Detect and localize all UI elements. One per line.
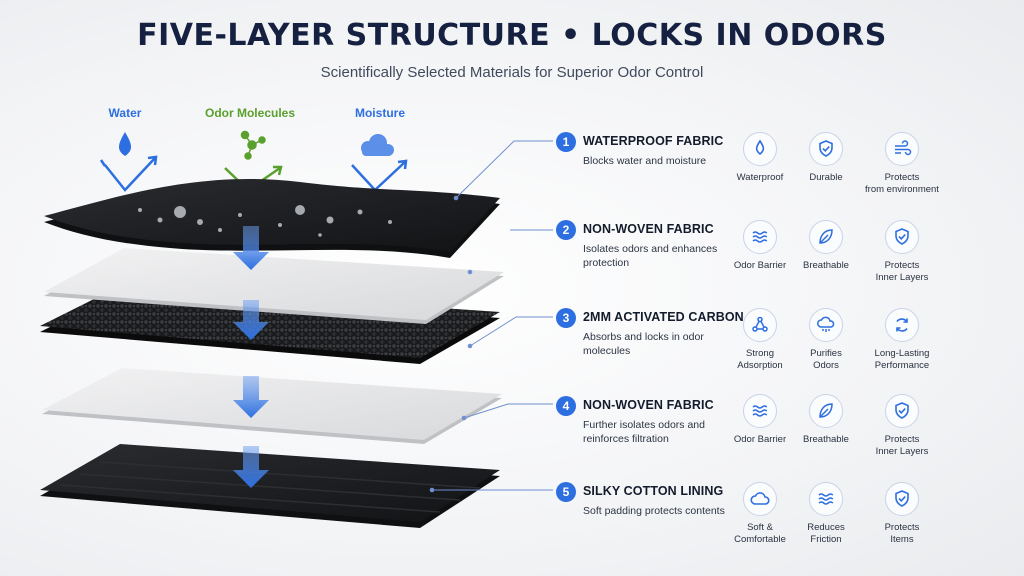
feature-item: Purifies Odors xyxy=(780,308,872,372)
feature-item: Odor Barrier xyxy=(714,394,806,446)
feature-item: Durable xyxy=(780,132,872,184)
deflect-arrow-moisture xyxy=(351,159,408,192)
layer-description: Isolates odors and enhances protection xyxy=(583,243,718,269)
layer-title: NON-WOVEN FABRIC xyxy=(583,398,714,412)
layer-2-non-woven xyxy=(44,248,504,324)
feature-label: Protects Inner Layers xyxy=(875,434,929,457)
layer-description: Soft padding protects contents xyxy=(583,505,725,517)
waves-icon xyxy=(809,482,843,516)
feature-item: Protects from environment xyxy=(856,132,948,196)
feature-label: Long-Lasting Performance xyxy=(874,348,930,371)
layer-description: Absorbs and locks in odor molecules xyxy=(583,331,704,357)
feature-label: Reduces Friction xyxy=(807,522,845,545)
water-drop-icon xyxy=(118,132,132,156)
wind-icon xyxy=(885,132,919,166)
layer-number-badge: 4 xyxy=(556,396,576,416)
input-label-moisture: Moisture xyxy=(354,106,405,120)
feature-item: Long-Lasting Performance xyxy=(856,308,948,372)
layer-title: NON-WOVEN FABRIC xyxy=(583,222,714,236)
feature-label: Purifies Odors xyxy=(810,348,842,371)
feature-item: Waterproof xyxy=(714,132,806,184)
layer-1-waterproof xyxy=(44,178,500,258)
layer-row-2: 2 NON-WOVEN FABRIC Isolates odors and enha… xyxy=(556,220,756,280)
layer-number-badge: 2 xyxy=(556,220,576,240)
feature-label: Odor Barrier xyxy=(733,434,787,445)
page-subtitle: Scientifically Selected Materials for Su… xyxy=(320,64,704,81)
leader-line-1 xyxy=(455,140,553,199)
cloud-rain-icon xyxy=(809,308,843,342)
shield-check-icon xyxy=(885,482,919,516)
feature-item: Odor Barrier xyxy=(714,220,806,272)
molecule-icon xyxy=(240,130,266,160)
input-label-water: Water xyxy=(108,106,142,120)
layer-5-silky-cotton xyxy=(40,444,500,528)
waves-icon xyxy=(743,394,777,428)
shield-check-icon xyxy=(885,220,919,254)
leader-line-4 xyxy=(463,403,553,419)
shield-check-icon xyxy=(809,132,843,166)
layer-number-badge: 1 xyxy=(556,132,576,152)
feature-item: Protects Inner Layers xyxy=(856,394,948,458)
feature-label: Soft & Comfortable xyxy=(734,522,786,545)
cloud-icon xyxy=(743,482,777,516)
layer-title: WATERPROOF FABRIC xyxy=(583,134,724,148)
molecule-icon xyxy=(743,308,777,342)
layer-4-non-woven xyxy=(42,368,502,444)
layer-row-5: 5 SILKY COTTON LINING Soft padding protect… xyxy=(556,482,756,542)
layer-title: 2MM ACTIVATED CARBON xyxy=(583,310,744,324)
cloud-drop-icon xyxy=(361,134,394,156)
layer-description: Blocks water and moisture xyxy=(583,155,707,167)
layer-number-badge: 5 xyxy=(556,482,576,502)
feature-item: Soft & Comfortable xyxy=(714,482,806,546)
layer-row-3: 3 2MM ACTIVATED CARBON Absorbs and locks i… xyxy=(556,308,756,368)
leaf-icon xyxy=(809,394,843,428)
layer-number-badge: 3 xyxy=(556,308,576,328)
feature-label: Breathable xyxy=(803,260,849,271)
feature-label: Odor Barrier xyxy=(733,260,787,271)
input-label-odor: Odor Molecules xyxy=(204,106,296,120)
feature-item: Reduces Friction xyxy=(780,482,872,546)
layer-title: SILKY COTTON LINING xyxy=(583,484,724,498)
feature-item: Strong Adsorption xyxy=(714,308,806,372)
layer-row-1: 1 WATERPROOF FABRIC Blocks water and moist… xyxy=(556,132,756,192)
feature-label: Protects from environment xyxy=(865,172,939,195)
page-title: FIVE-LAYER STRUCTURE • LOCKS IN ODORS xyxy=(137,18,887,53)
feature-item: Breathable xyxy=(780,394,872,446)
feature-label: Durable xyxy=(809,172,843,183)
feature-label: Protects Inner Layers xyxy=(875,260,929,283)
water-drop-icon xyxy=(743,132,777,166)
feature-label: Breathable xyxy=(803,434,849,445)
feature-item: Protects Inner Layers xyxy=(856,220,948,284)
feature-item: Protects Items xyxy=(856,482,948,546)
feature-label: Protects Items xyxy=(884,522,920,545)
flow-arrows xyxy=(233,226,269,488)
deflect-arrow-water xyxy=(99,155,158,192)
feature-label: Waterproof xyxy=(736,172,784,183)
shield-check-icon xyxy=(885,394,919,428)
cycle-icon xyxy=(885,308,919,342)
layer-description: Further isolates odors and reinforces fi… xyxy=(583,419,705,445)
leaf-icon xyxy=(809,220,843,254)
feature-item: Breathable xyxy=(780,220,872,272)
leader-line-3 xyxy=(469,316,553,347)
waves-icon xyxy=(743,220,777,254)
feature-label: Strong Adsorption xyxy=(737,348,783,371)
layer-row-4: 4 NON-WOVEN FABRIC Further isolates odors … xyxy=(556,396,756,456)
